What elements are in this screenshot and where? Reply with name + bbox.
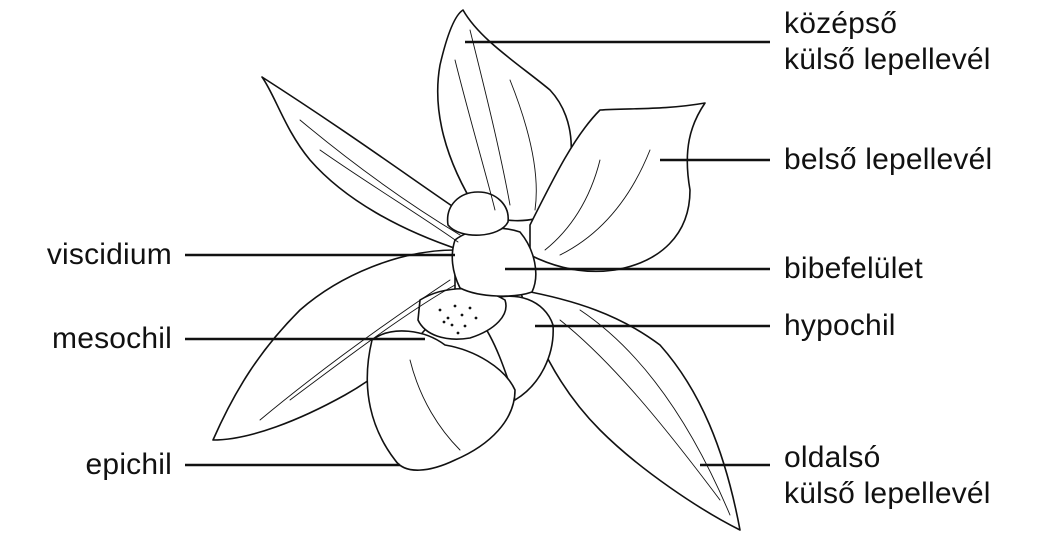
label-oldalso-kulso-lepellevel: oldalsó külső lepellevél bbox=[784, 440, 991, 512]
label-line: oldalsó bbox=[784, 440, 991, 476]
label-belso-lepellevel: belső lepellevél bbox=[784, 142, 992, 178]
label-line: külső lepellevél bbox=[784, 42, 991, 78]
label-line: bibefelület bbox=[784, 251, 923, 287]
label-kozepso-kulso-lepellevel: középső külső lepellevél bbox=[784, 6, 991, 78]
column-shape bbox=[452, 228, 536, 296]
label-line: külső lepellevél bbox=[784, 476, 991, 512]
label-line: epichil bbox=[0, 447, 172, 483]
label-epichil: epichil bbox=[0, 447, 172, 483]
label-bibefelulet: bibefelület bbox=[784, 251, 923, 287]
label-line: középső bbox=[784, 6, 991, 42]
label-line: belső lepellevél bbox=[784, 142, 992, 178]
epichil-shape bbox=[367, 331, 515, 470]
label-hypochil: hypochil bbox=[784, 308, 896, 344]
label-line: viscidium bbox=[0, 237, 172, 273]
anther-cap bbox=[448, 192, 509, 235]
label-line: hypochil bbox=[784, 308, 896, 344]
label-viscidium: viscidium bbox=[0, 237, 172, 273]
label-mesochil: mesochil bbox=[0, 321, 172, 357]
label-line: mesochil bbox=[0, 321, 172, 357]
